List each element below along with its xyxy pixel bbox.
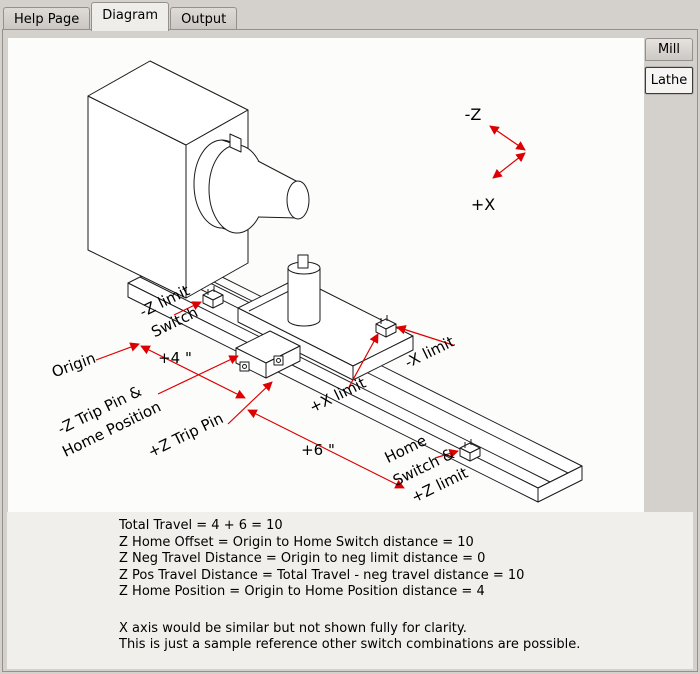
notes-panel: Total Travel = 4 + 6 = 10 Z Home Offset …	[7, 512, 693, 669]
dim-four-line	[140, 345, 246, 399]
pos-x-limit-leader	[348, 333, 379, 388]
note-line: Z Pos Travel Distance = Total Travel - n…	[119, 567, 525, 583]
dim-six-label: +6 "	[301, 441, 335, 459]
machine-type-switcher: Mill Lathe	[645, 38, 693, 94]
neg-z-axis-arrow	[489, 125, 526, 151]
machine-drawing	[87, 60, 583, 503]
note-line: Z Neg Travel Distance = Origin to neg li…	[119, 551, 486, 566]
neg-z-limit-leader	[173, 301, 202, 316]
tab-help-page[interactable]: Help Page	[3, 7, 91, 31]
mill-button[interactable]: Mill	[645, 38, 693, 61]
x-limit-switch-block	[375, 315, 397, 338]
tab-diagram[interactable]: Diagram	[91, 2, 170, 31]
neg-z-trip-leader	[157, 355, 239, 395]
pos-x-axis-label: +X	[471, 195, 495, 214]
trip-pin-slide	[235, 330, 301, 379]
note-line: Total Travel = 4 + 6 = 10	[119, 518, 283, 533]
pos-z-trip-label: +Z Trip Pin	[145, 409, 226, 461]
note-footer-line: This is just a sample reference other sw…	[119, 637, 581, 652]
home-switch-block	[459, 439, 481, 462]
note-line: Z Home Position = Origin to Home Positio…	[119, 584, 485, 599]
note-footer-line: X axis would be similar but not shown fu…	[119, 620, 467, 636]
dimension-lines	[95, 125, 526, 489]
neg-z-limit-switch-block	[202, 286, 224, 309]
note-line: Z Home Offset = Origin to Home Switch di…	[119, 534, 474, 550]
lathe-diagram: -Z +X -Z limit Switch Origin +4 " -Z Tri…	[49, 60, 583, 506]
dim-four-label: +4 "	[158, 349, 192, 367]
origin-leader	[95, 342, 140, 361]
dim-six-line	[247, 409, 405, 489]
diagram-canvas: -Z +X -Z limit Switch Origin +4 " -Z Tri…	[8, 38, 644, 512]
tab-output[interactable]: Output	[170, 7, 238, 31]
lathe-button[interactable]: Lathe	[645, 67, 693, 94]
origin-label: Origin	[49, 349, 98, 381]
neg-x-limit-leader	[396, 325, 454, 346]
notes-footer: X axis would be similar but not shown fu…	[119, 621, 589, 654]
diagram-page-panel: -Z +X -Z limit Switch Origin +4 " -Z Tri…	[2, 29, 698, 672]
neg-z-axis-label: -Z	[465, 105, 482, 124]
pos-z-trip-leader	[227, 381, 273, 425]
pos-x-axis-arrow	[492, 152, 526, 179]
home-switch-leader	[434, 448, 459, 459]
